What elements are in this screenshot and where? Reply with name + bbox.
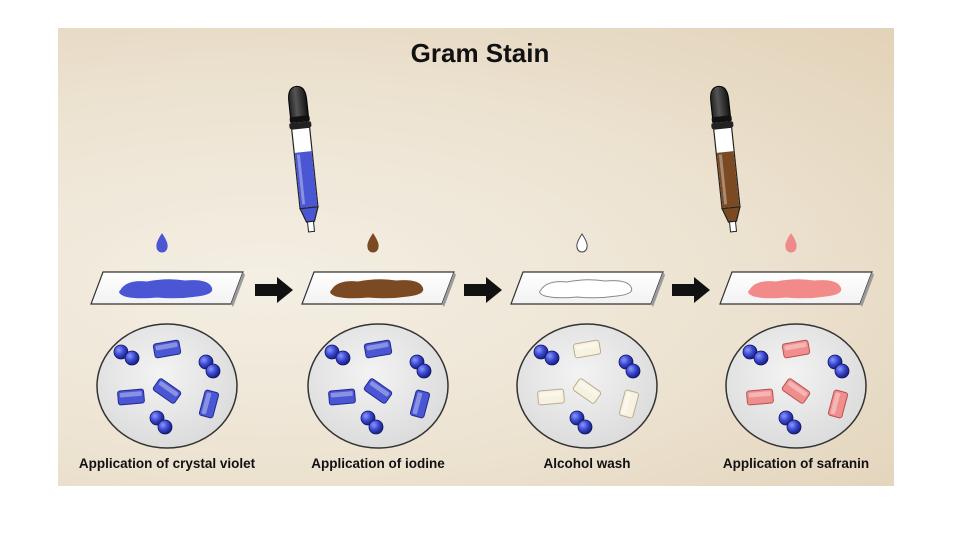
bacillus-cell: [363, 339, 393, 359]
coccus-cell: [205, 363, 221, 379]
dropper-highlight: [296, 154, 306, 205]
step-iodine: [301, 85, 741, 449]
dropper-tip: [728, 220, 738, 233]
step-label-alcohol-wash: Alcohol wash: [543, 456, 631, 471]
dropper-liquid: [294, 151, 318, 209]
bacillus-cell: [572, 378, 602, 404]
dropper-bulb: [710, 85, 732, 120]
bacillus-cell: [117, 388, 145, 406]
slide-edge: [442, 272, 456, 307]
bacillus-cell: [152, 378, 182, 404]
bacillus-cell: [152, 339, 182, 359]
coccus-cell: [753, 350, 769, 366]
dropper-collar: [711, 115, 732, 124]
dropper-tip: [306, 220, 316, 233]
coccus-cell: [157, 419, 173, 435]
bacillus-cell: [781, 378, 811, 404]
coccus-cell: [786, 419, 802, 435]
drop-icon: [367, 233, 379, 253]
step-label-crystal-violet: Application of crystal violet: [78, 456, 256, 471]
bacillus-cell: [409, 389, 431, 419]
dropper-taper: [299, 206, 319, 223]
coccus-cell: [368, 419, 384, 435]
bacillus-cell: [572, 339, 602, 359]
smear: [539, 279, 633, 299]
step-alcohol-wash: [510, 233, 665, 449]
coccus-cell: [834, 363, 850, 379]
bacillus-cell: [618, 389, 640, 419]
bacillus-cell: [363, 378, 393, 404]
bacillus-cell: [827, 389, 849, 419]
coccus-cell: [416, 363, 432, 379]
smear: [748, 279, 842, 299]
step-label-iodine: Application of iodine: [311, 456, 445, 471]
coccus-cell: [124, 350, 140, 366]
bacillus-cell: [781, 339, 811, 359]
arrow-icon: [672, 277, 710, 303]
step-label-safranin: Application of safranin: [722, 456, 870, 471]
diagram-title: Gram Stain: [410, 38, 550, 68]
dropper-icon: [288, 85, 319, 233]
coccus-cell: [625, 363, 641, 379]
drop-icon: [156, 233, 168, 253]
slide-edge: [651, 272, 665, 307]
coccus-cell: [577, 419, 593, 435]
smear: [119, 279, 213, 299]
coccus-cell: [335, 350, 351, 366]
step-safranin: [719, 233, 874, 449]
slide-edge: [860, 272, 874, 307]
dropper-liquid: [716, 151, 740, 209]
dropper-bulb: [288, 85, 310, 120]
bacillus-cell: [746, 388, 774, 406]
slide-edge: [231, 272, 245, 307]
bacillus-cell: [328, 388, 356, 406]
smear: [330, 279, 424, 299]
bacillus-cell: [537, 388, 565, 406]
drop-icon: [576, 233, 588, 253]
coccus-cell: [544, 350, 560, 366]
drop-icon: [785, 233, 797, 253]
bacillus-cell: [198, 389, 220, 419]
dropper-collar: [289, 115, 310, 124]
arrow-icon: [464, 277, 502, 303]
dropper-icon: [710, 85, 741, 233]
dropper-highlight: [718, 154, 728, 205]
arrow-icon: [255, 277, 293, 303]
step-crystal-violet: [90, 85, 319, 449]
dropper-taper: [721, 206, 741, 223]
